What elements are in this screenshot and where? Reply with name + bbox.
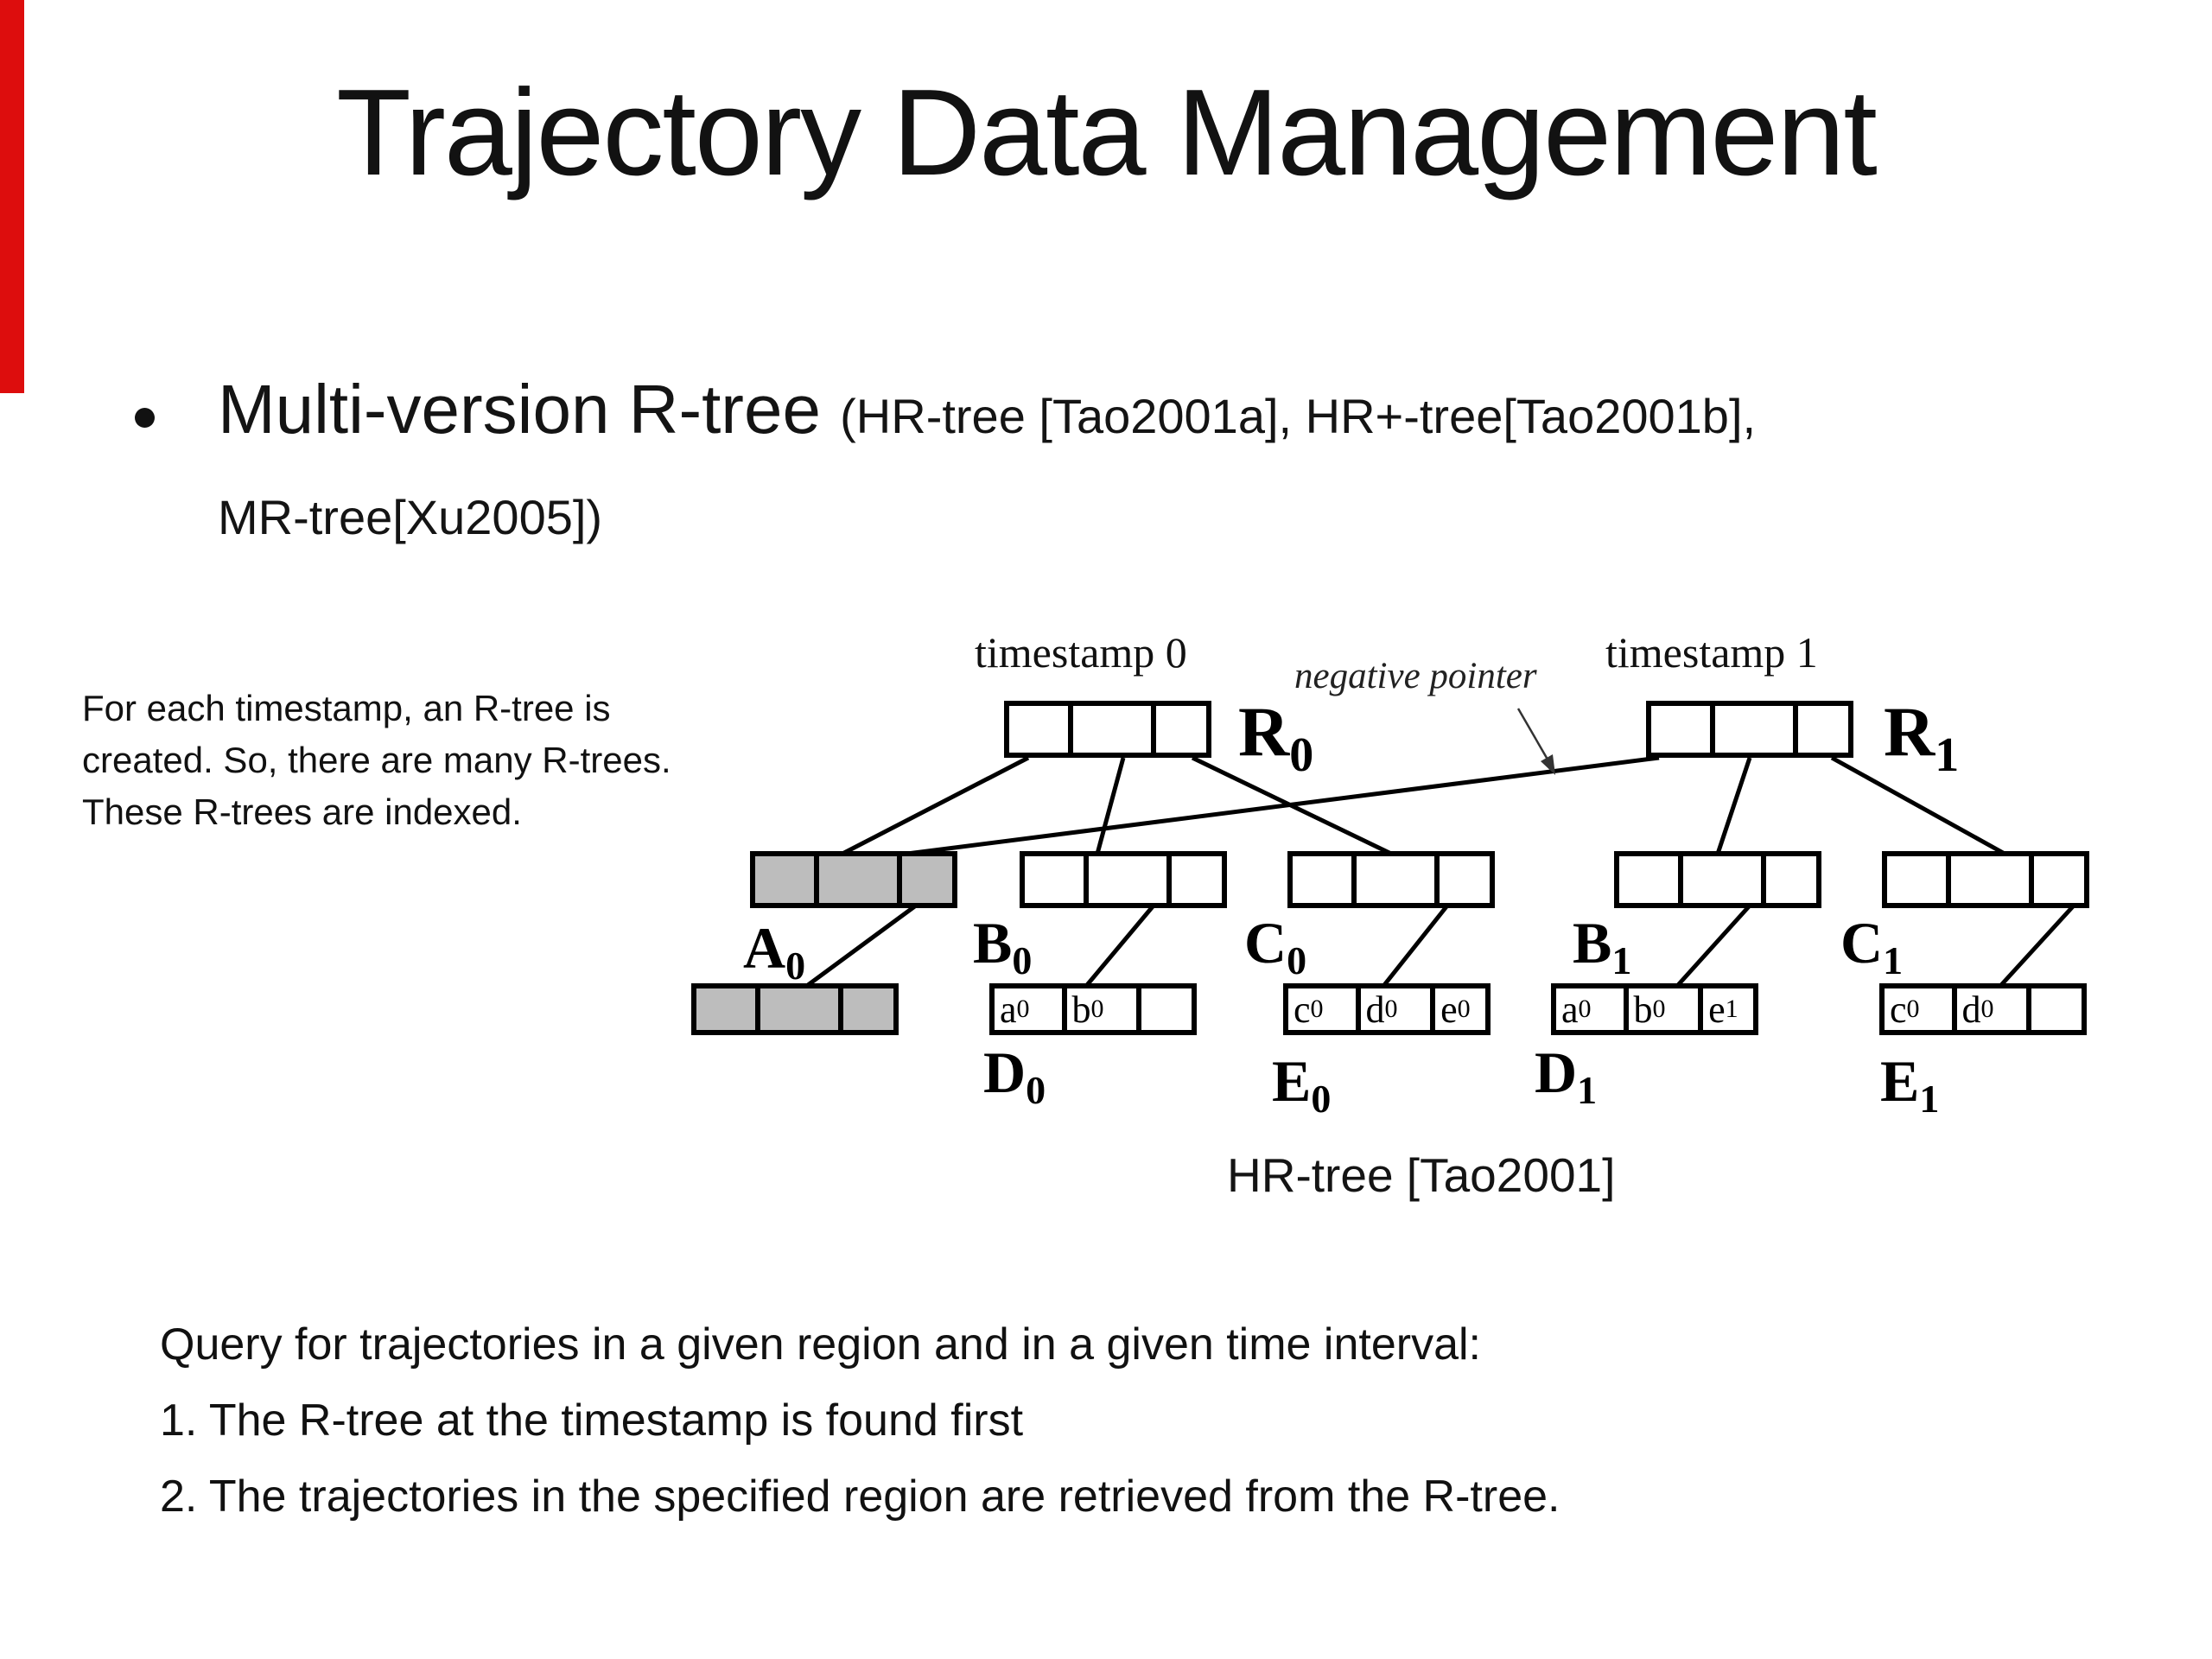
leaf-box-gray [691, 983, 899, 1035]
node-box-C0 [1287, 851, 1495, 908]
node-box-B1 [1614, 851, 1821, 908]
node-label-R1: R1 [1884, 692, 1960, 782]
page-title: Trajectory Data Management [336, 64, 1878, 201]
negative-pointer-label: negative pointer [1294, 656, 1537, 696]
timestamp1-label: timestamp 1 [1605, 628, 1818, 677]
side-note-line: For each timestamp, an R-tree is [82, 688, 611, 728]
negative-pointer-arrow [1516, 708, 1555, 775]
bullet-main-text: Multi-version R-tree [218, 371, 841, 448]
node-label-C0: C0 [1244, 910, 1307, 982]
node-box-A0 [750, 851, 957, 908]
side-note-line: These R-trees are indexed. [82, 791, 522, 832]
bullet-annotation-text: (HR-tree [Tao2001a], HR+-tree[Tao2001b], [840, 389, 1757, 443]
side-note: For each timestamp, an R-tree is created… [82, 683, 671, 838]
node-label-A0: A0 [743, 915, 806, 988]
query-line: 1. The R-tree at the timestamp is found … [160, 1395, 1024, 1446]
node-box-B0 [1020, 851, 1227, 908]
bullet-text-line1: Multi-version R-tree (HR-tree [Tao2001a]… [218, 370, 1756, 449]
node-label-B1: B1 [1573, 910, 1632, 982]
node-label-B0: B0 [973, 910, 1033, 982]
figure-caption: HR-tree [Tao2001] [1227, 1148, 1616, 1202]
query-line: Query for trajectories in a given region… [160, 1319, 1481, 1370]
node-label-R0: R0 [1238, 692, 1314, 782]
node-label-E0: E0 [1272, 1048, 1332, 1121]
bullet-text-line2: MR-tree[Xu2005]) [218, 490, 603, 544]
red-accent-bar [0, 0, 24, 393]
side-note-line: created. So, there are many R-trees. [82, 740, 671, 780]
bullet-icon [135, 408, 155, 428]
node-box-C1 [1882, 851, 2089, 908]
node-box-R1 [1646, 701, 1853, 758]
query-line: 2. The trajectories in the specified reg… [160, 1471, 1560, 1522]
node-label-D0: D0 [983, 1039, 1046, 1112]
node-box-R0 [1004, 701, 1211, 758]
query-text: Query for trajectories in a given region… [160, 1306, 1560, 1535]
node-label-C1: C1 [1840, 910, 1904, 982]
node-label-E1: E1 [1880, 1048, 1940, 1121]
node-label-D1: D1 [1535, 1039, 1598, 1112]
timestamp0-label: timestamp 0 [975, 628, 1187, 677]
